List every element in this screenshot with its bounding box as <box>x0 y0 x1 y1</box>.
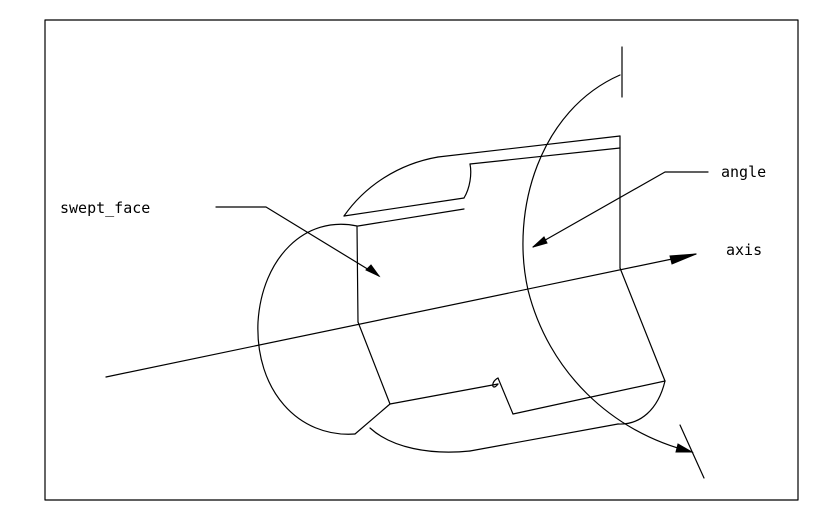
angle-arc <box>522 46 705 479</box>
front-face-arc <box>257 223 358 435</box>
upper-step-slot-top <box>343 197 465 217</box>
angle-leader-arrowhead <box>532 236 548 248</box>
upper-step-arc <box>343 156 439 217</box>
angle-leader <box>532 171 709 248</box>
swept-face-leader-line <box>215 206 380 277</box>
axis-line <box>105 253 697 378</box>
swept-face-arrowhead <box>365 264 381 278</box>
lower-step-side <box>497 377 514 415</box>
lower-step-top <box>389 383 499 405</box>
swept-face-leader <box>215 206 381 278</box>
angle-sweep-arc <box>522 74 693 453</box>
upper-step-slot-bottom <box>357 208 465 227</box>
axis-arrow <box>105 253 697 378</box>
drawing-border <box>44 19 799 501</box>
back-face-arc-lower <box>617 380 666 425</box>
bottom-arc <box>369 427 471 453</box>
swept-face-label: swept_face <box>60 199 150 217</box>
lower-step-back-edge <box>512 380 666 415</box>
back-face-edge-slant <box>619 267 666 382</box>
lower-step-notch <box>492 377 499 388</box>
front-face-edge-lower <box>357 321 391 405</box>
top-edge <box>437 135 621 158</box>
swept-solid <box>257 135 666 453</box>
front-face-edge-bottom <box>354 403 391 435</box>
angle-label: angle <box>721 163 766 181</box>
axis-label: axis <box>726 241 762 259</box>
angle-leader-line <box>532 171 709 248</box>
front-face-edge-upper <box>356 225 359 323</box>
bottom-edge <box>469 423 619 452</box>
angle-arrowhead <box>675 443 694 453</box>
top-inner-edge <box>469 147 621 165</box>
upper-step-slot-curve <box>463 163 472 199</box>
axis-arrowhead <box>669 253 697 265</box>
